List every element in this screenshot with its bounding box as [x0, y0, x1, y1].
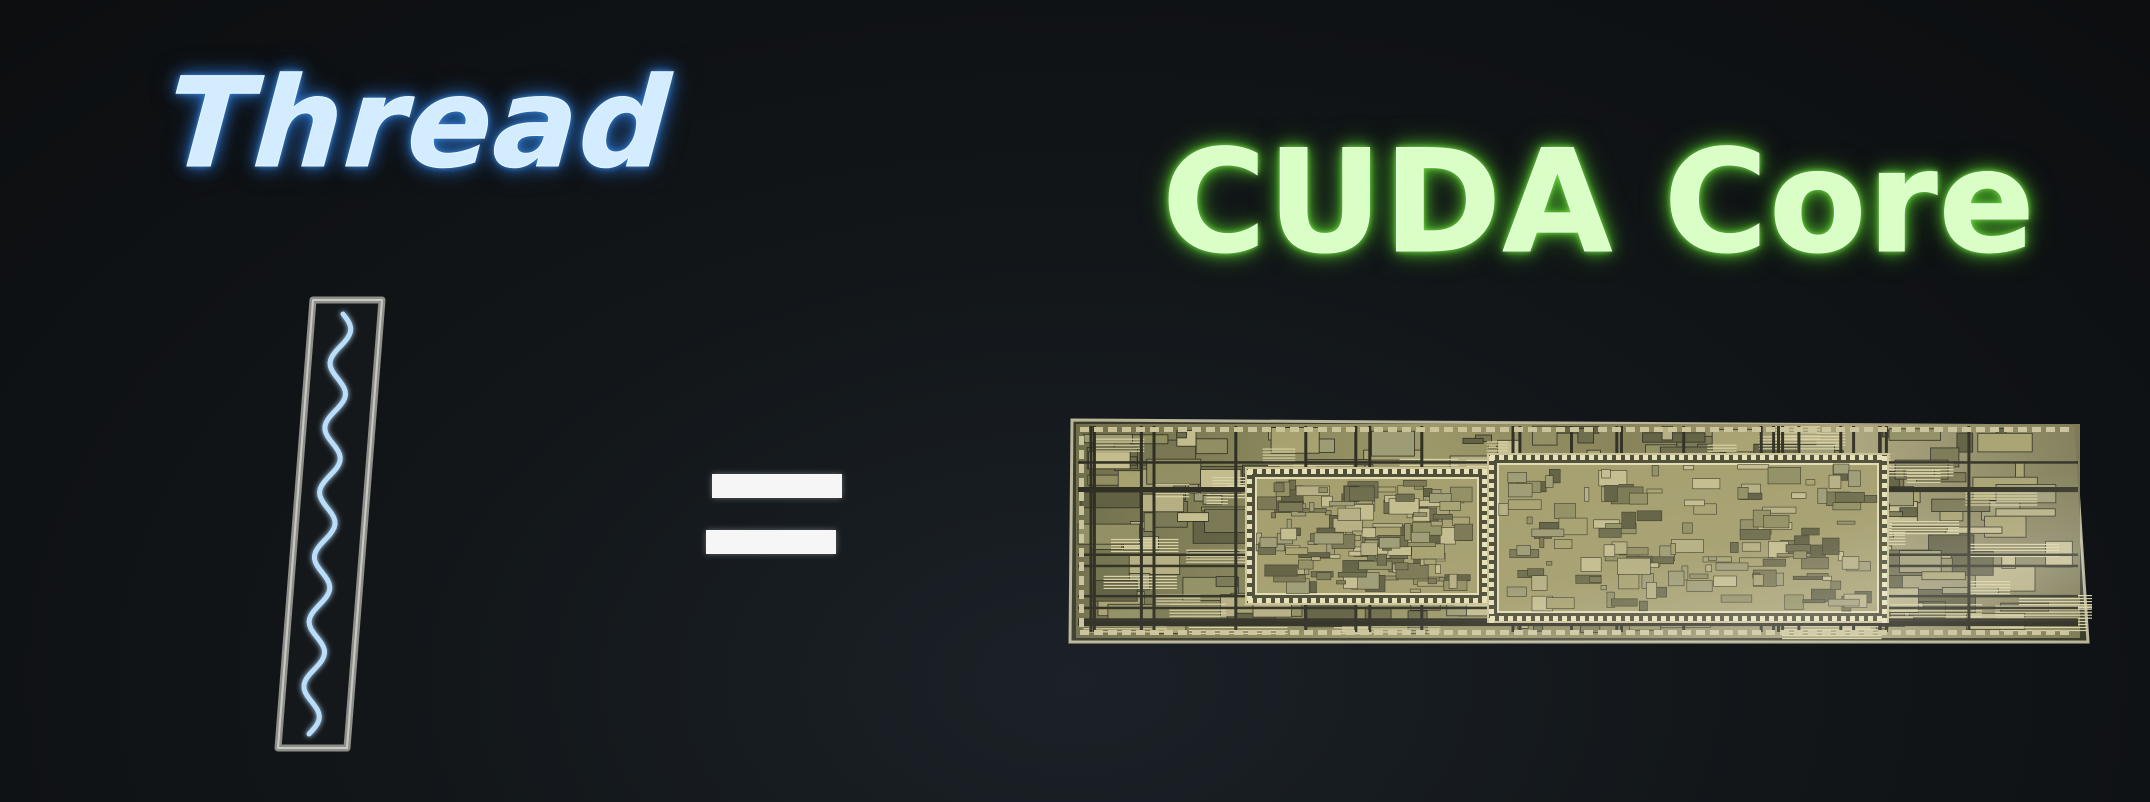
thread-wave-icon: [301, 311, 354, 737]
equals-bar-bottom: [706, 530, 836, 554]
thread-capsule-icon: [274, 296, 386, 752]
equals-bar-top: [712, 474, 842, 498]
die-circuit-pattern: [1076, 424, 2092, 640]
thread-label: Thread: [162, 52, 676, 197]
equals-icon: [706, 474, 842, 556]
cuda-core-label: CUDA Core: [1162, 120, 2036, 286]
cuda-core-die-image: [1068, 418, 2092, 644]
